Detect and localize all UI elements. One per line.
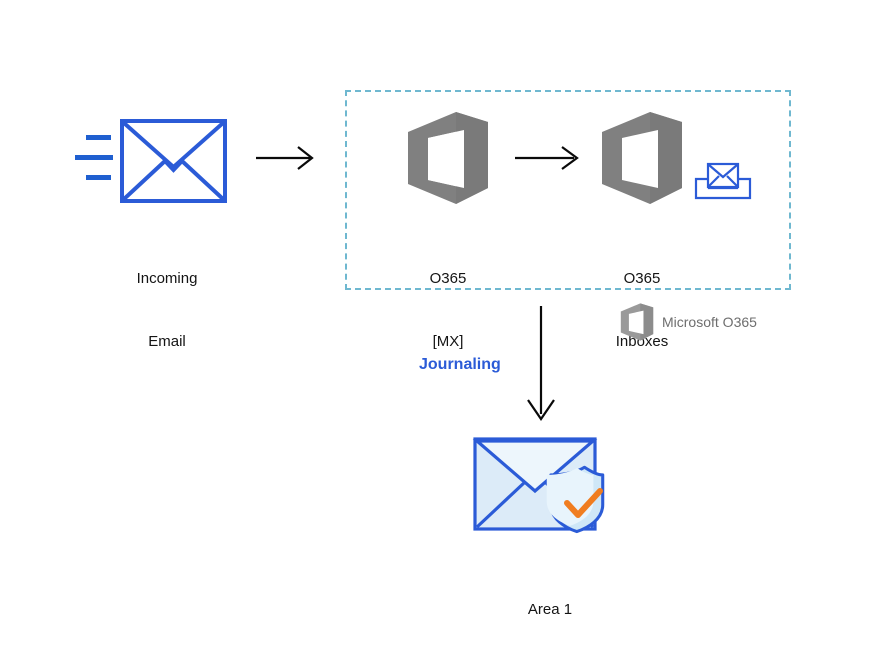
caption-line: [MX] [432, 333, 464, 350]
caption-o365-mx: O365 [MX] [373, 226, 523, 394]
o365-boundary-box [345, 90, 791, 290]
caption-line: Area 1 [527, 601, 573, 618]
office365-logo-icon [602, 112, 682, 204]
inbox-tray-envelope-icon [694, 162, 752, 200]
office365-logo-icon [620, 303, 654, 341]
caption-line: Email [148, 333, 186, 350]
node-o365-inboxes [600, 112, 684, 204]
caption-line: Inboxes [615, 333, 669, 350]
caption-line: O365 [623, 270, 661, 287]
legend-label: Microsoft O365 [662, 314, 757, 330]
arrow-right-icon [515, 146, 579, 170]
legend-microsoft-o365: Microsoft O365 [620, 303, 757, 341]
badge-inbox-tray [694, 160, 752, 202]
envelope-with-shield-check-icon [472, 437, 605, 534]
edge-incoming-to-mx [256, 145, 316, 171]
node-o365-mx [406, 112, 490, 204]
caption-area1-email-security: Area 1 email security [470, 557, 630, 653]
caption-o365-inboxes: O365 Inboxes [567, 226, 717, 394]
edge-inboxes-to-area1 [524, 306, 558, 422]
caption-incoming-email: Incoming Email [92, 226, 242, 394]
caption-line: Incoming [136, 270, 198, 287]
arrow-right-icon [256, 146, 314, 170]
arrow-down-icon [527, 306, 555, 421]
node-area1-email-security [470, 434, 630, 544]
edge-mx-to-inboxes [515, 145, 581, 171]
envelope-with-motion-lines-icon [75, 119, 227, 203]
office365-logo-icon [408, 112, 488, 204]
node-incoming-email [75, 115, 230, 210]
edge-label-journaling: Journaling [419, 356, 501, 373]
caption-line: O365 [429, 270, 467, 287]
